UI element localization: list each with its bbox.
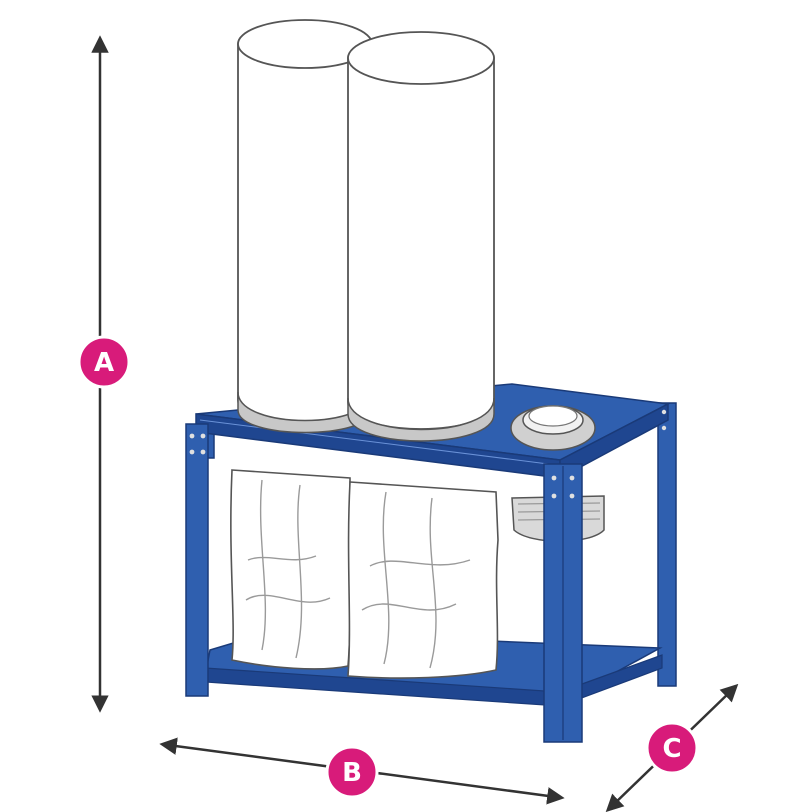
- width-badge: B: [325, 745, 379, 799]
- depth-badge-label: C: [662, 734, 681, 764]
- upper-filter-bag-left: [237, 19, 373, 434]
- lower-collection-bag-left: [230, 469, 351, 670]
- lower-collection-bag-right: [347, 481, 499, 679]
- inlet-port: [510, 405, 596, 451]
- frame-bolts: [189, 409, 667, 499]
- upper-filter-bag-right: [347, 31, 495, 442]
- width-badge-label: B: [342, 758, 362, 788]
- depth-badge: C: [645, 721, 699, 775]
- frame-front-legs: [185, 423, 583, 743]
- height-badge: A: [77, 335, 131, 389]
- height-badge-label: A: [94, 348, 114, 378]
